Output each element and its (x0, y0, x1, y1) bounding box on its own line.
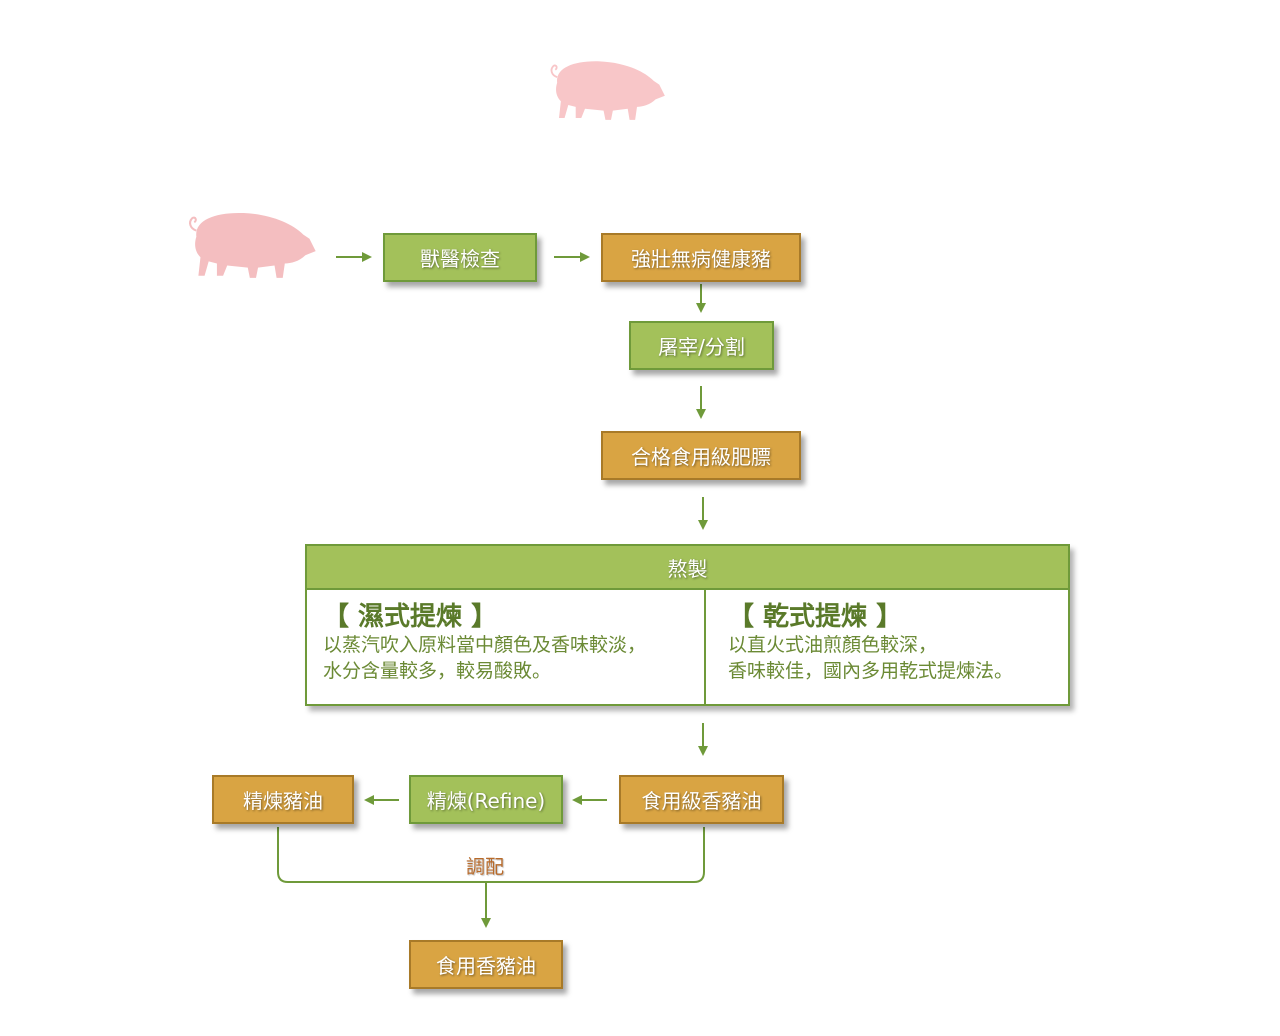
wet-method-line2: 水分含量較多，較易酸敗。 (323, 660, 552, 682)
wet-method-title: 【 濕式提煉 】 (323, 602, 498, 632)
dry-method-line1: 以直火式油煎顏色較深， (728, 634, 938, 656)
slaughter-label: 屠宰/分割 (658, 335, 745, 359)
edible-lard-box: 食用級香豬油 (619, 775, 784, 824)
final-lard-box: 食用香豬油 (409, 940, 563, 989)
refined-lard-label: 精煉豬油 (243, 789, 323, 813)
vet-check-label: 獸醫檢查 (420, 247, 500, 271)
wet-method: 【 濕式提煉 】 以蒸汽吹入原料當中顏色及香味較淡， 水分含量較多，較易酸敗。 (323, 602, 646, 684)
refine-box: 精煉(Refine) (409, 775, 563, 824)
pig-icon (550, 61, 665, 120)
dry-method: 【 乾式提煉 】 以直火式油煎顏色較深， 香味較佳，國內多用乾式提煉法。 (728, 602, 1013, 684)
panel-divider (704, 590, 706, 704)
mix-bracket (277, 827, 705, 883)
slaughter-box: 屠宰/分割 (629, 321, 774, 370)
qualified-fat-label: 合格食用級肥膘 (631, 445, 771, 469)
wet-method-line1: 以蒸汽吹入原料當中顏色及香味較淡， (323, 634, 647, 656)
edible-lard-label: 食用級香豬油 (641, 789, 762, 813)
rendering-process-panel: 熬製 【 濕式提煉 】 以蒸汽吹入原料當中顏色及香味較淡， 水分含量較多，較易酸… (305, 544, 1070, 706)
dry-method-line2: 香味較佳，國內多用乾式提煉法。 (728, 660, 1014, 682)
refined-lard-box: 精煉豬油 (212, 775, 354, 824)
healthy-pig-box: 強壯無病健康豬 (601, 233, 801, 282)
pig-icon (189, 212, 316, 278)
process-title: 熬製 (307, 546, 1068, 590)
healthy-pig-label: 強壯無病健康豬 (631, 247, 771, 271)
mix-label: 調配 (466, 856, 505, 878)
refine-label: 精煉(Refine) (426, 789, 546, 813)
dry-method-title: 【 乾式提煉 】 (728, 602, 903, 632)
qualified-fat-box: 合格食用級肥膘 (601, 431, 801, 480)
vet-check-box: 獸醫檢查 (383, 233, 537, 282)
final-lard-label: 食用香豬油 (436, 954, 536, 978)
